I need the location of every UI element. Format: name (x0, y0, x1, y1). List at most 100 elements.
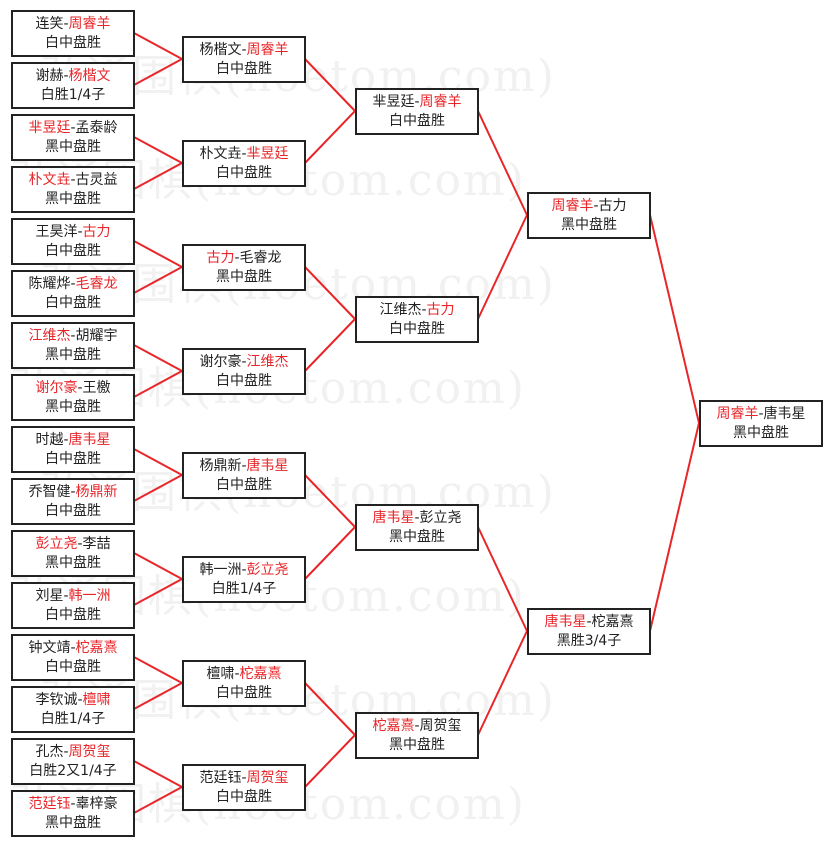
match-box-round-3: 柁嘉熹-周贺玺黑中盘胜 (355, 712, 479, 759)
match-box-round-1: 范廷钰-辜梓豪黑中盘胜 (11, 790, 135, 837)
match-result: 黑中盘胜 (389, 737, 445, 753)
loser-name: 陈耀烨 (28, 276, 71, 292)
bracket-connector (477, 526, 528, 632)
match-players: 范廷钰-周贺玺 (199, 770, 289, 786)
bracket-connector (477, 110, 528, 216)
winner-name: 周睿羊 (68, 16, 111, 32)
winner-name: 江维杰 (246, 354, 289, 370)
bracket-connector (133, 162, 183, 190)
loser-name: 孔杰 (35, 744, 64, 760)
winner-name: 周贺玺 (68, 744, 111, 760)
match-box-round-2: 韩一洲-彭立尧白胜1/4子 (182, 556, 306, 603)
loser-name: 王昊洋 (35, 224, 78, 240)
winner-name: 杨鼎新 (75, 484, 118, 500)
winner-name: 芈昱廷 (28, 120, 71, 136)
bracket-connector (133, 266, 183, 294)
winner-name: 江维杰 (28, 328, 71, 344)
match-players: 时越-唐韦星 (35, 432, 111, 448)
bracket-connector (133, 344, 183, 372)
winner-name: 彭立尧 (35, 536, 78, 552)
winner-name: 周睿羊 (419, 94, 462, 110)
match-box-round-1: 刘星-韩一洲白中盘胜 (11, 582, 135, 629)
match-result: 黑中盘胜 (45, 815, 101, 831)
match-players: 檀啸-柁嘉熹 (206, 666, 282, 682)
bracket-connector (133, 136, 183, 164)
bracket-connector (304, 266, 356, 320)
loser-name: 王檄 (82, 380, 111, 396)
bracket-connector (133, 578, 183, 606)
winner-name: 范廷钰 (28, 796, 71, 812)
match-box-round-2: 古力-毛睿龙黑中盘胜 (182, 244, 306, 291)
match-players: 芈昱廷-孟泰龄 (28, 120, 118, 136)
winner-name: 芈昱廷 (246, 146, 289, 162)
match-players: 王昊洋-古力 (35, 224, 111, 240)
loser-name: 毛睿龙 (239, 250, 282, 266)
match-box-round-1: 乔智健-杨鼎新白中盘胜 (11, 478, 135, 525)
winner-name: 古力 (206, 250, 235, 266)
match-box-round-4: 周睿羊-古力黑中盘胜 (527, 192, 651, 239)
match-result: 黑中盘胜 (389, 529, 445, 545)
bracket-connector (304, 58, 356, 112)
match-box-round-1: 孔杰-周贺玺白胜2又1/4子 (11, 738, 135, 785)
loser-name: 孟泰龄 (75, 120, 118, 136)
winner-name: 唐韦星 (246, 458, 289, 474)
bracket-connector (133, 370, 183, 398)
bracket-connector (304, 682, 356, 736)
loser-name: 谢尔豪 (199, 354, 242, 370)
loser-name: 江维杰 (379, 302, 422, 318)
winner-name: 唐韦星 (544, 614, 587, 630)
match-players: 唐韦星-柁嘉熹 (544, 614, 634, 630)
match-box-round-2: 檀啸-柁嘉熹白中盘胜 (182, 660, 306, 707)
match-box-round-1: 连笑-周睿羊白中盘胜 (11, 10, 135, 57)
winner-name: 毛睿龙 (75, 276, 118, 292)
match-players: 周睿羊-古力 (551, 198, 627, 214)
match-players: 朴文垚-芈昱廷 (199, 146, 289, 162)
match-box-round-4: 唐韦星-柁嘉熹黑胜3/4子 (527, 608, 651, 655)
bracket-connector (304, 526, 356, 580)
winner-name: 古力 (426, 302, 455, 318)
match-result: 白胜2又1/4子 (29, 763, 117, 779)
match-result: 黑胜3/4子 (556, 633, 622, 649)
bracket-connector (304, 110, 356, 164)
winner-name: 朴文垚 (28, 172, 71, 188)
match-result: 黑中盘胜 (733, 425, 789, 441)
bracket-connector (133, 240, 183, 268)
loser-name: 胡耀宇 (75, 328, 118, 344)
match-result: 黑中盘胜 (45, 399, 101, 415)
winner-name: 唐韦星 (68, 432, 111, 448)
match-box-round-1: 芈昱廷-孟泰龄黑中盘胜 (11, 114, 135, 161)
match-players: 芈昱廷-周睿羊 (372, 94, 462, 110)
loser-name: 刘星 (35, 588, 64, 604)
match-result: 白胜1/4子 (40, 87, 106, 103)
match-box-round-1: 王昊洋-古力白中盘胜 (11, 218, 135, 265)
match-players: 谢尔豪-王檄 (35, 380, 111, 396)
match-result: 白中盘胜 (216, 789, 272, 805)
match-result: 白中盘胜 (45, 243, 101, 259)
loser-name: 李喆 (82, 536, 111, 552)
match-players: 刘星-韩一洲 (35, 588, 111, 604)
match-result: 黑中盘胜 (45, 191, 101, 207)
bracket-connector (133, 552, 183, 580)
match-players: 钟文靖-柁嘉熹 (28, 640, 118, 656)
match-result: 白中盘胜 (45, 503, 101, 519)
bracket-connector (649, 422, 700, 632)
match-box-round-3: 江维杰-古力白中盘胜 (355, 296, 479, 343)
match-box-round-1: 钟文靖-柁嘉熹白中盘胜 (11, 634, 135, 681)
loser-name: 李钦诚 (35, 692, 78, 708)
loser-name: 连笑 (35, 16, 64, 32)
match-result: 黑中盘胜 (561, 217, 617, 233)
match-result: 白胜1/4子 (40, 711, 106, 727)
match-players: 杨鼎新-唐韦星 (199, 458, 289, 474)
match-result: 白中盘胜 (45, 451, 101, 467)
match-result: 白中盘胜 (216, 61, 272, 77)
bracket-connector (133, 32, 183, 60)
match-result: 黑中盘胜 (45, 347, 101, 363)
winner-name: 周睿羊 (246, 42, 289, 58)
match-box-round-1: 陈耀烨-毛睿龙白中盘胜 (11, 270, 135, 317)
match-result: 白中盘胜 (45, 659, 101, 675)
winner-name: 周睿羊 (551, 198, 594, 214)
bracket-connector (649, 214, 700, 424)
match-players: 李钦诚-檀啸 (35, 692, 111, 708)
match-box-round-1: 江维杰-胡耀宇黑中盘胜 (11, 322, 135, 369)
loser-name: 朴文垚 (199, 146, 242, 162)
